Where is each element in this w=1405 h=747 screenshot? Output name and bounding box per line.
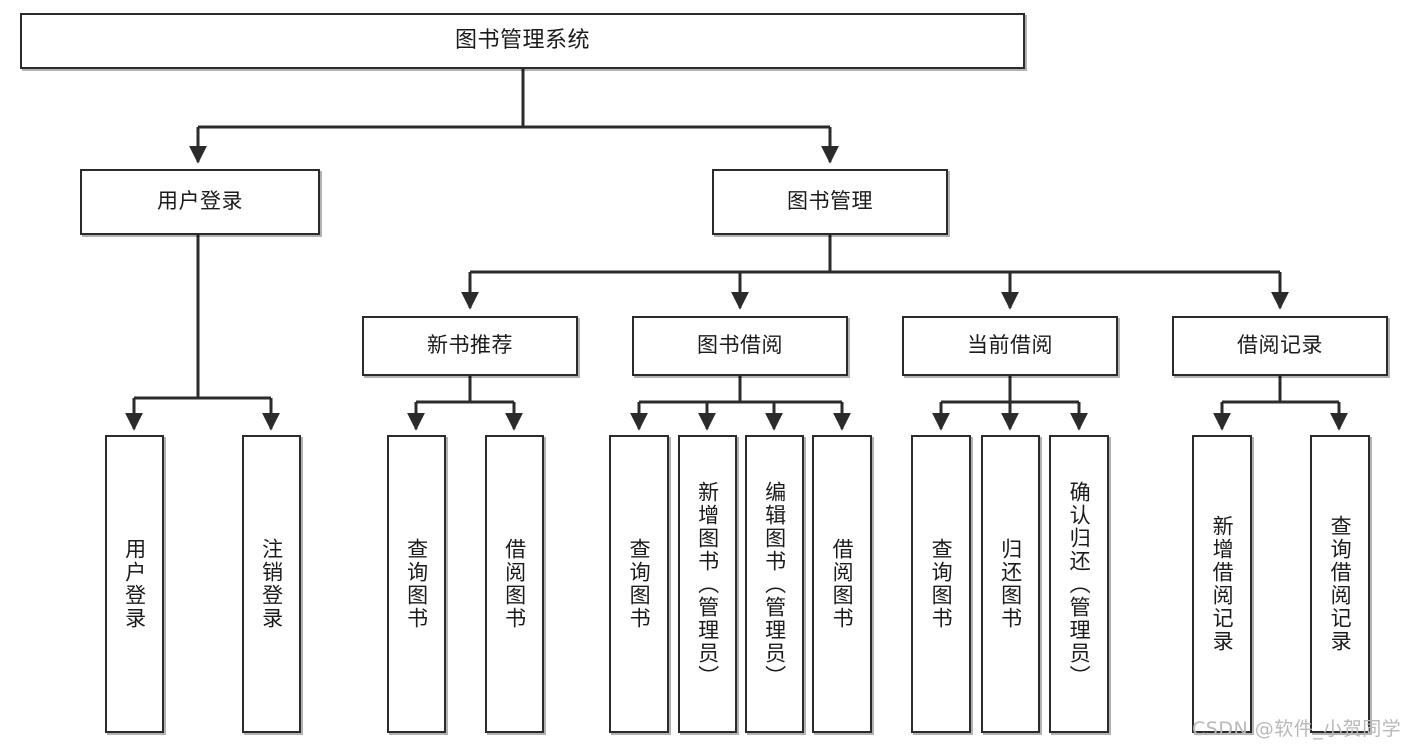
node-label: 图书借阅 [697,333,783,358]
node-leaf-add-book[interactable]: 新增图书（管理员） [678,435,737,733]
node-label: 当前借阅 [967,333,1053,358]
node-leaf-edit-book[interactable]: 编辑图书（管理员） [745,435,804,733]
node-label: 新增图书（管理员） [695,480,720,688]
node-label: 图书管理系统 [454,27,590,53]
node-leaf-query-record[interactable]: 查询借阅记录 [1310,435,1370,733]
node-label: 用户登录 [122,538,147,630]
node-label: 借阅图书 [830,538,855,630]
node-root-system[interactable]: 图书管理系统 [20,13,1025,69]
node-leaf-borrow-book-2[interactable]: 借阅图书 [812,435,872,733]
node-label: 查询图书 [627,538,652,630]
node-borrow-record[interactable]: 借阅记录 [1172,316,1388,376]
node-label: 用户登录 [157,189,243,214]
node-current-borrow[interactable]: 当前借阅 [902,316,1118,376]
node-label: 图书管理 [787,189,873,214]
node-label: 借阅图书 [502,538,527,630]
node-label: 新增借阅记录 [1210,515,1235,653]
node-leaf-user-login[interactable]: 用户登录 [105,435,164,733]
node-leaf-confirm-return[interactable]: 确认归还（管理员） [1049,435,1109,733]
node-book-borrow[interactable]: 图书借阅 [632,316,848,376]
node-new-book-recommend[interactable]: 新书推荐 [362,316,578,376]
node-leaf-query-book-1[interactable]: 查询图书 [387,435,446,733]
node-book-manage[interactable]: 图书管理 [712,169,948,235]
node-leaf-add-record[interactable]: 新增借阅记录 [1192,435,1252,733]
node-label: 查询图书 [404,538,429,630]
node-leaf-logout[interactable]: 注销登录 [242,435,301,733]
node-leaf-query-book-3[interactable]: 查询图书 [911,435,971,733]
watermark: CSDN @软件_小贺同学 [1192,718,1402,740]
node-user-login[interactable]: 用户登录 [80,169,320,235]
node-label: 确认归还（管理员） [1067,480,1092,688]
node-label: 归还图书 [998,538,1023,630]
node-label: 注销登录 [259,538,284,630]
node-label: 查询借阅记录 [1328,515,1353,653]
node-label: 新书推荐 [427,333,513,358]
node-leaf-return-book[interactable]: 归还图书 [981,435,1040,733]
node-leaf-borrow-book-1[interactable]: 借阅图书 [485,435,544,733]
node-label: 借阅记录 [1237,333,1323,358]
node-label: 编辑图书（管理员） [762,480,787,688]
node-leaf-query-book-2[interactable]: 查询图书 [609,435,669,733]
node-label: 查询图书 [929,538,954,630]
